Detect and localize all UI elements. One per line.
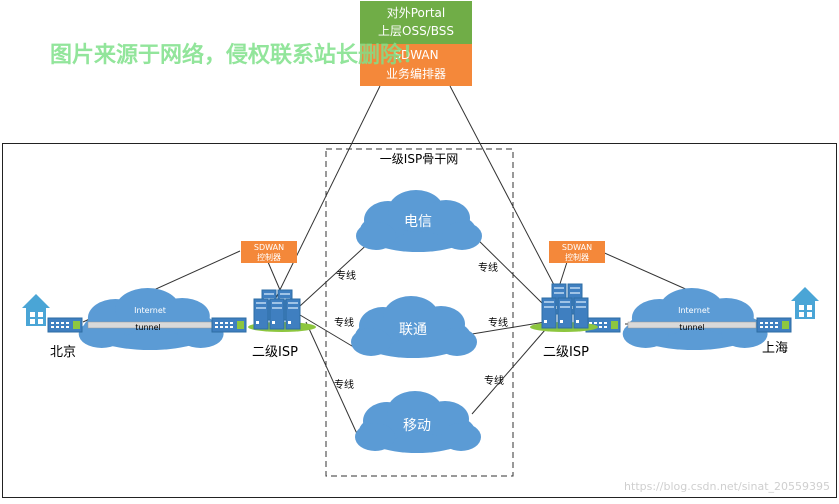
portal-box xyxy=(360,1,472,44)
isp-left-label: 二级ISP xyxy=(252,345,298,360)
tunnel-right xyxy=(627,321,757,329)
dedicated-line-label: 专线 xyxy=(484,374,504,387)
beijing-label: 北京 xyxy=(50,345,76,360)
controller-left-line1: SDWAN xyxy=(254,243,284,252)
telecom-label: 电信 xyxy=(404,214,432,230)
mobile-label: 移动 xyxy=(403,418,431,434)
diagram-frame xyxy=(2,143,837,498)
tunnel-right-label: tunnel xyxy=(679,323,705,332)
backbone-box xyxy=(325,148,514,477)
sdwan-label: SDWAN xyxy=(393,48,438,62)
connection-lines xyxy=(82,85,761,437)
dedicated-line-label: 专线 xyxy=(336,269,356,282)
controller-right xyxy=(549,241,605,263)
cloud-internet-right xyxy=(622,288,768,350)
controller-right-line2: 控制器 xyxy=(565,252,589,262)
router-icon xyxy=(211,317,247,333)
watermark-bottom: https://blog.csdn.net/sinat_20559395 xyxy=(624,480,830,493)
internet-right-label: Internet xyxy=(678,306,710,315)
dedicated-line-label: 专线 xyxy=(478,261,498,274)
shanghai-label: 上海 xyxy=(762,341,788,356)
orchestrator-label: 业务编排器 xyxy=(386,66,446,81)
dedicated-line-label: 专线 xyxy=(488,316,508,329)
server-cluster-left xyxy=(248,289,316,332)
portal-label: 对外Portal xyxy=(387,6,445,20)
backbone-label: 一级ISP骨干网 xyxy=(380,152,458,166)
controller-left-line2: 控制器 xyxy=(257,252,281,262)
isp-right-label: 二级ISP xyxy=(543,345,589,360)
house-icon xyxy=(22,294,50,326)
cloud-internet-left xyxy=(78,288,224,350)
controller-left xyxy=(241,241,297,263)
house-icon xyxy=(791,287,819,319)
watermark-top: 图片来源于网络，侵权联系站长删除！ xyxy=(50,42,424,68)
orchestrator-box xyxy=(360,44,472,86)
oss-bss-label: 上层OSS/BSS xyxy=(378,24,454,38)
internet-left-label: Internet xyxy=(134,306,166,315)
controller-right-line1: SDWAN xyxy=(562,243,592,252)
dedicated-line-label: 专线 xyxy=(334,316,354,329)
server-cluster-right xyxy=(530,283,598,332)
unicom-label: 联通 xyxy=(399,322,427,338)
router-icon xyxy=(47,317,83,333)
tunnel-left-label: tunnel xyxy=(135,323,161,332)
router-icon xyxy=(756,317,792,333)
dedicated-line-label: 专线 xyxy=(334,378,354,391)
